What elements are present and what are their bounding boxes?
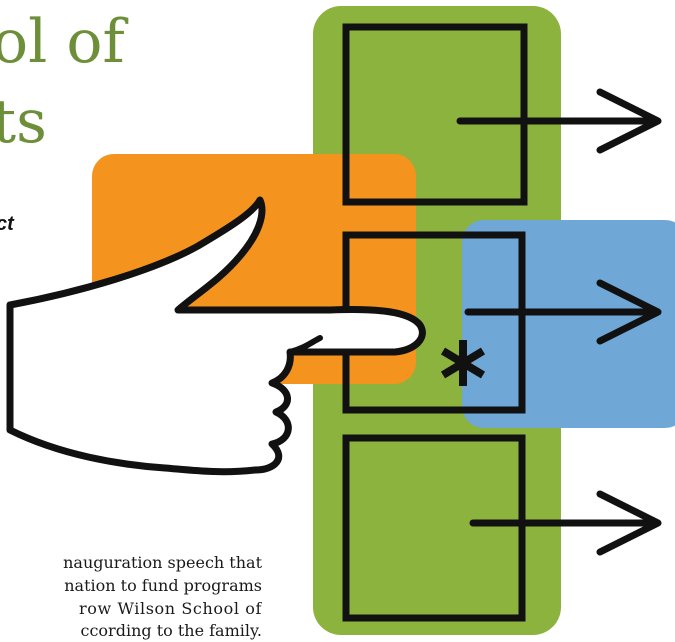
hand-crease bbox=[287, 335, 323, 355]
asterisk-icon bbox=[440, 340, 486, 386]
pointing-hand-icon bbox=[6, 196, 426, 476]
box-bottom bbox=[342, 434, 526, 622]
blue-panel bbox=[462, 220, 675, 428]
body-text-line: row Wilson School of bbox=[79, 599, 262, 618]
body-text-line: nation to fund programs bbox=[64, 576, 262, 595]
body-text-line: nauguration speech that bbox=[63, 553, 262, 572]
page-title-line-2: ts bbox=[0, 87, 47, 157]
arrow-right-icon bbox=[464, 279, 662, 345]
page-title-line-1: ol of bbox=[0, 7, 125, 77]
arrow-right-icon bbox=[456, 88, 662, 154]
subheading: ct bbox=[0, 213, 14, 235]
arrow-right-icon bbox=[469, 490, 662, 556]
box-top bbox=[342, 23, 528, 206]
